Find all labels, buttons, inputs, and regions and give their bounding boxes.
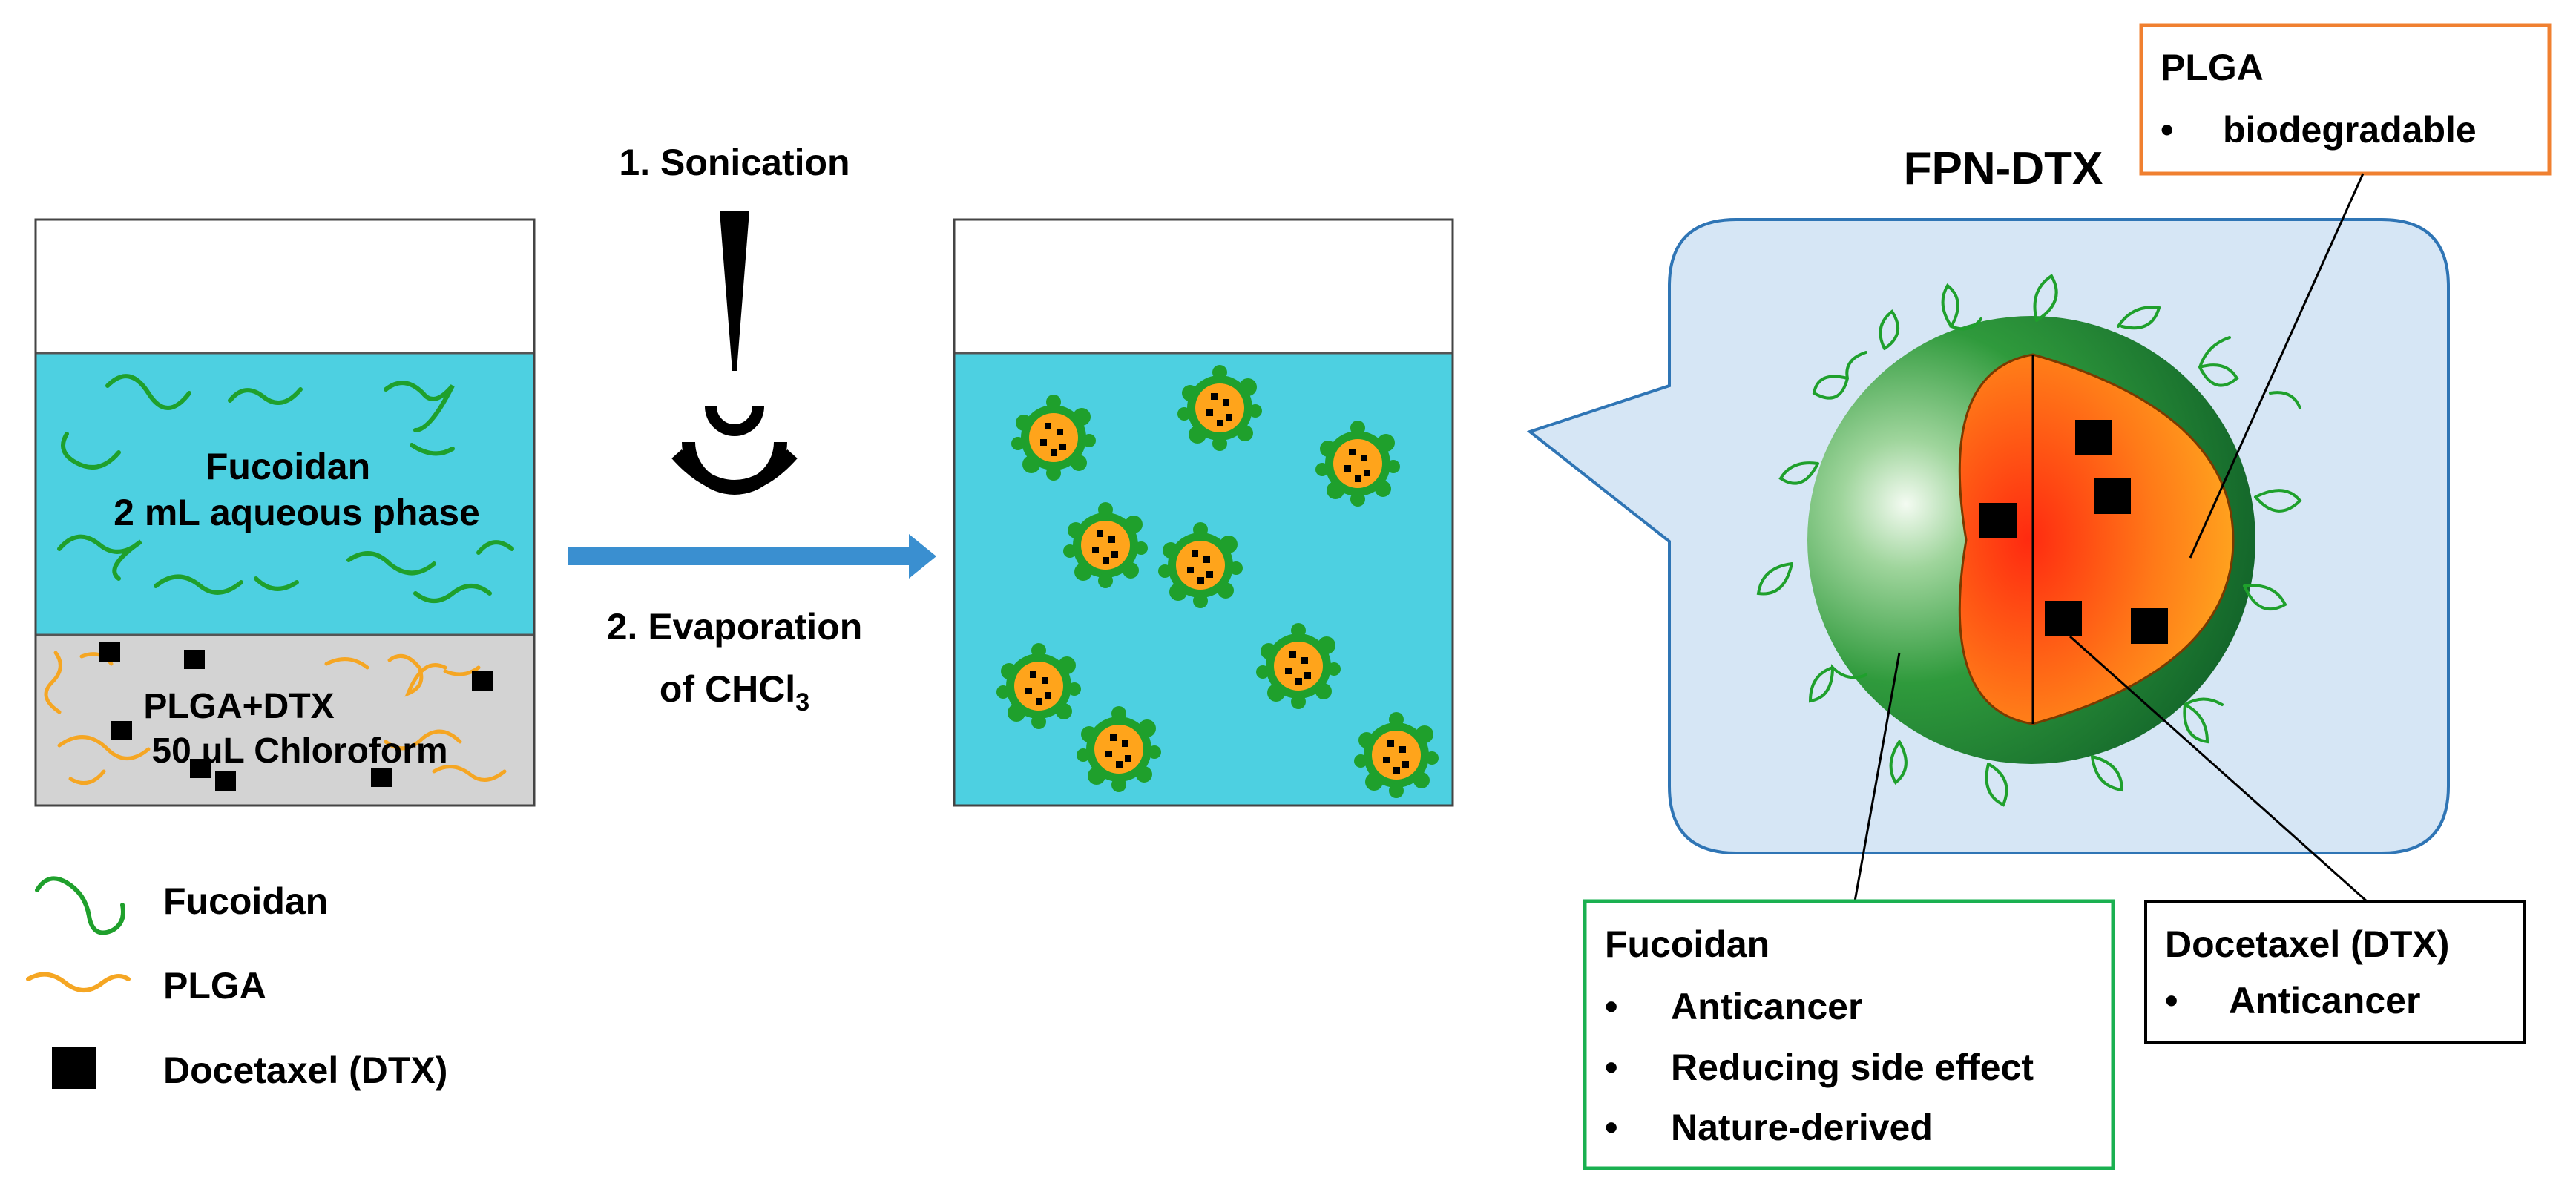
beaker-1-headspace — [36, 220, 534, 353]
docetaxel-callout: Docetaxel (DTX) • Anticancer — [2069, 635, 2526, 1044]
fucoidan-callout-item-2: Reducing side effect — [1671, 1047, 2034, 1088]
plga-callout: PLGA • biodegradable — [2139, 23, 2552, 559]
fucoidan-legend-icon — [35, 876, 125, 935]
arrow-right-icon — [568, 547, 916, 565]
dtx-particles — [99, 642, 493, 791]
plga-callout-box — [2139, 23, 2552, 176]
legend-docetaxel-label: Docetaxel (DTX) — [163, 1050, 447, 1091]
drug-square-icon — [52, 1047, 96, 1089]
docetaxel-callout-title: Docetaxel (DTX) — [2165, 923, 2449, 965]
plga-strands — [44, 651, 507, 785]
fucoidan-callout-item-1: Anticancer — [1671, 986, 1862, 1027]
fucoidan-strands — [57, 374, 514, 603]
plga-bullet: • — [2161, 109, 2174, 151]
fucoidan-callout-box — [1583, 899, 2115, 1170]
beaker-emulsion: Fucoidan 2 mL aqueous phase PLGA+DTX 50 … — [34, 218, 536, 807]
arrow-head — [909, 534, 936, 579]
fucoidan-bullet-3: • — [1605, 1107, 1618, 1148]
beaker-2-outline — [953, 218, 1454, 807]
step-2-label-1: 2. Evaporation — [607, 606, 863, 648]
fpn-dtx-particle — [1756, 274, 2302, 807]
step-2-label-2: of CHCl3 — [660, 668, 809, 717]
fucoidan-callout-title: Fucoidan — [1605, 923, 1770, 965]
legend-plga-label: PLGA — [163, 965, 266, 1007]
nanoparticle-title: FPN-DTX — [1904, 143, 2103, 194]
process-arrow — [568, 534, 936, 579]
legend-fucoidan-label: Fucoidan — [163, 880, 328, 922]
legend: Fucoidan PLGA Docetaxel (DTX) — [26, 876, 447, 1091]
plga-leader-line — [2189, 173, 2365, 559]
plga-callout-item: biodegradable — [2223, 109, 2477, 151]
docetaxel-callout-box — [2144, 900, 2526, 1044]
fucoidan-leader-line — [1853, 652, 1901, 902]
beaker-1-outline — [34, 218, 536, 807]
fucoidan-callout: Fucoidan • Anticancer • Reducing side ef… — [1583, 652, 2115, 1170]
plga-legend-icon — [26, 972, 131, 992]
evaporation-step: 2. Evaporation of CHCl3 — [607, 606, 863, 717]
sound-wave-outer — [671, 449, 798, 493]
docetaxel-bullet: • — [2165, 980, 2178, 1021]
fucoidan-callout-item-3: Nature-derived — [1671, 1107, 1933, 1148]
organic-label-2: 50 μL Chloroform — [151, 731, 447, 771]
aqueous-label-2: 2 mL aqueous phase — [114, 492, 480, 533]
step-1-label: 1. Sonication — [619, 142, 850, 183]
plga-callout-title: PLGA — [2161, 47, 2264, 88]
beaker-2-headspace — [954, 220, 1453, 353]
fucoidan-bullet-1: • — [1605, 986, 1618, 1027]
sonicator-probe-icon — [720, 211, 749, 371]
beaker-nanoparticles — [953, 218, 1454, 807]
organic-label-1: PLGA+DTX — [143, 687, 334, 726]
docetaxel-callout-item: Anticancer — [2229, 980, 2420, 1021]
fucoidan-bullet-2: • — [1605, 1047, 1618, 1088]
sonication-step: 1. Sonication — [619, 142, 850, 495]
docetaxel-leader-line — [2069, 635, 2368, 903]
dtx-in-core — [1979, 420, 2168, 644]
aqueous-label-1: Fucoidan — [206, 446, 370, 487]
fucoidan-loops — [1756, 274, 2302, 807]
organic-phase — [36, 635, 534, 806]
